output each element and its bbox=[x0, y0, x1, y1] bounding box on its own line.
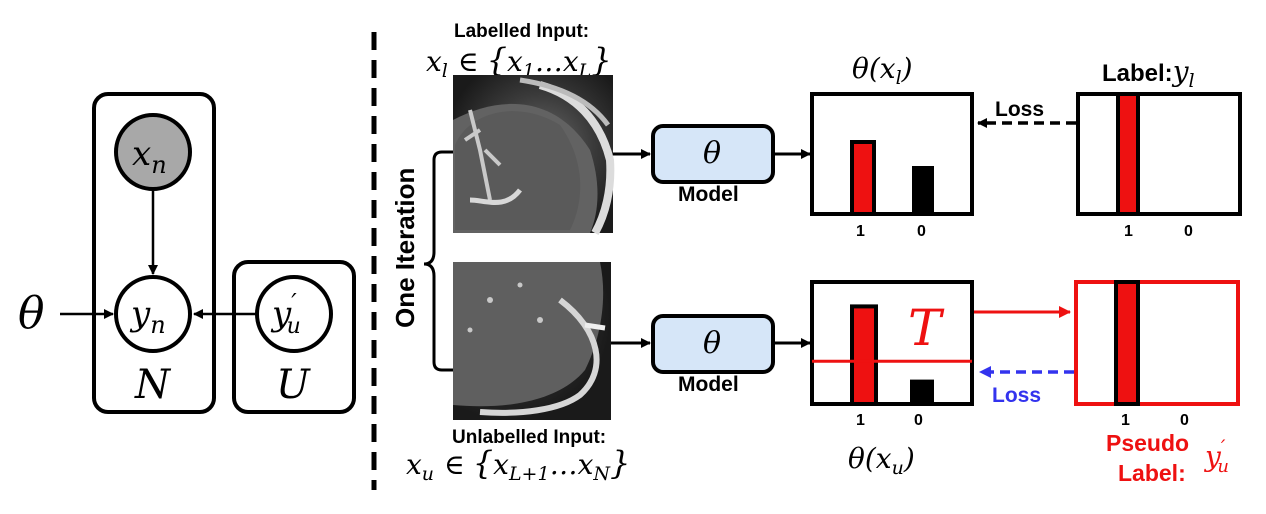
chart-frame bbox=[810, 280, 974, 406]
chart-frame bbox=[1076, 92, 1242, 216]
unlabelled-ct-image bbox=[453, 262, 611, 420]
pseudo-node-y bbox=[255, 275, 333, 353]
labelled-output-chart bbox=[810, 92, 974, 216]
latent-node-y bbox=[114, 275, 192, 353]
theta-param: θ bbox=[18, 288, 45, 339]
unlabelled-output-tick-1: 1 bbox=[856, 412, 865, 429]
labelled-model-label: Model bbox=[678, 183, 739, 206]
pseudo-label-title-1: Pseudo bbox=[1106, 430, 1189, 456]
unlabelled-title: Unlabelled Input: bbox=[452, 427, 606, 448]
svg-text:yn: yn bbox=[129, 294, 166, 339]
svg-text:y′u: y′u bbox=[270, 289, 301, 339]
iteration-brace bbox=[423, 150, 453, 372]
unlabelled-model-symbol: θ bbox=[703, 326, 721, 361]
labelled-target-chart bbox=[1076, 92, 1242, 216]
pseudo-target-tick-1: 1 bbox=[1121, 412, 1130, 429]
pseudo-target-tick-0: 0 bbox=[1180, 412, 1189, 429]
labelled-ct-image bbox=[453, 75, 615, 235]
chart-frame bbox=[810, 92, 974, 216]
bar-0 bbox=[910, 379, 934, 404]
labelled-target-tick-0: 0 bbox=[1184, 223, 1193, 240]
labelled-title: Labelled Input: bbox=[454, 21, 589, 42]
unlabelled-output-chart bbox=[810, 280, 974, 406]
labelled-model-symbol: θ bbox=[703, 136, 721, 171]
graphical-model: xn yn y′u θ N U bbox=[18, 92, 356, 414]
plate-n bbox=[92, 92, 216, 414]
observed-node-x bbox=[114, 113, 192, 191]
labelled-target-title: Label:yl bbox=[1102, 55, 1195, 92]
pseudo-target-chart bbox=[1074, 280, 1240, 406]
bar-1 bbox=[850, 140, 876, 216]
loss-label-labelled: Loss bbox=[995, 98, 1044, 121]
iteration-label: One Iteration bbox=[390, 168, 420, 328]
labelled-output-tick-0: 0 bbox=[917, 223, 926, 240]
svg-text:xn: xn bbox=[132, 134, 167, 179]
threshold-symbol: T bbox=[908, 299, 945, 357]
pseudo-label-title-2: Label: bbox=[1118, 460, 1186, 486]
plate-u bbox=[232, 260, 356, 414]
labelled-target-tick-1: 1 bbox=[1124, 223, 1133, 240]
chart-frame bbox=[1074, 280, 1240, 406]
bar-1 bbox=[1114, 280, 1140, 406]
bar-1 bbox=[1116, 92, 1140, 216]
unlabelled-set: xu∈{xL+1…xN} bbox=[406, 444, 630, 485]
plate-n-label: N bbox=[134, 362, 172, 408]
plate-u-label: U bbox=[276, 362, 311, 408]
unlabelled-output-tick-0: 0 bbox=[914, 412, 923, 429]
labelled-output-label: θ(xl) bbox=[852, 52, 913, 89]
unlabelled-output-label: θ(xu) bbox=[848, 442, 915, 479]
pseudo-label-symbol: y′u bbox=[1203, 435, 1229, 477]
labelled-output-tick-1: 1 bbox=[856, 223, 865, 240]
bar-0 bbox=[912, 166, 934, 214]
bar-1 bbox=[850, 304, 878, 406]
loss-label-unlabelled: Loss bbox=[992, 384, 1041, 407]
unlabelled-model-label: Model bbox=[678, 373, 739, 396]
